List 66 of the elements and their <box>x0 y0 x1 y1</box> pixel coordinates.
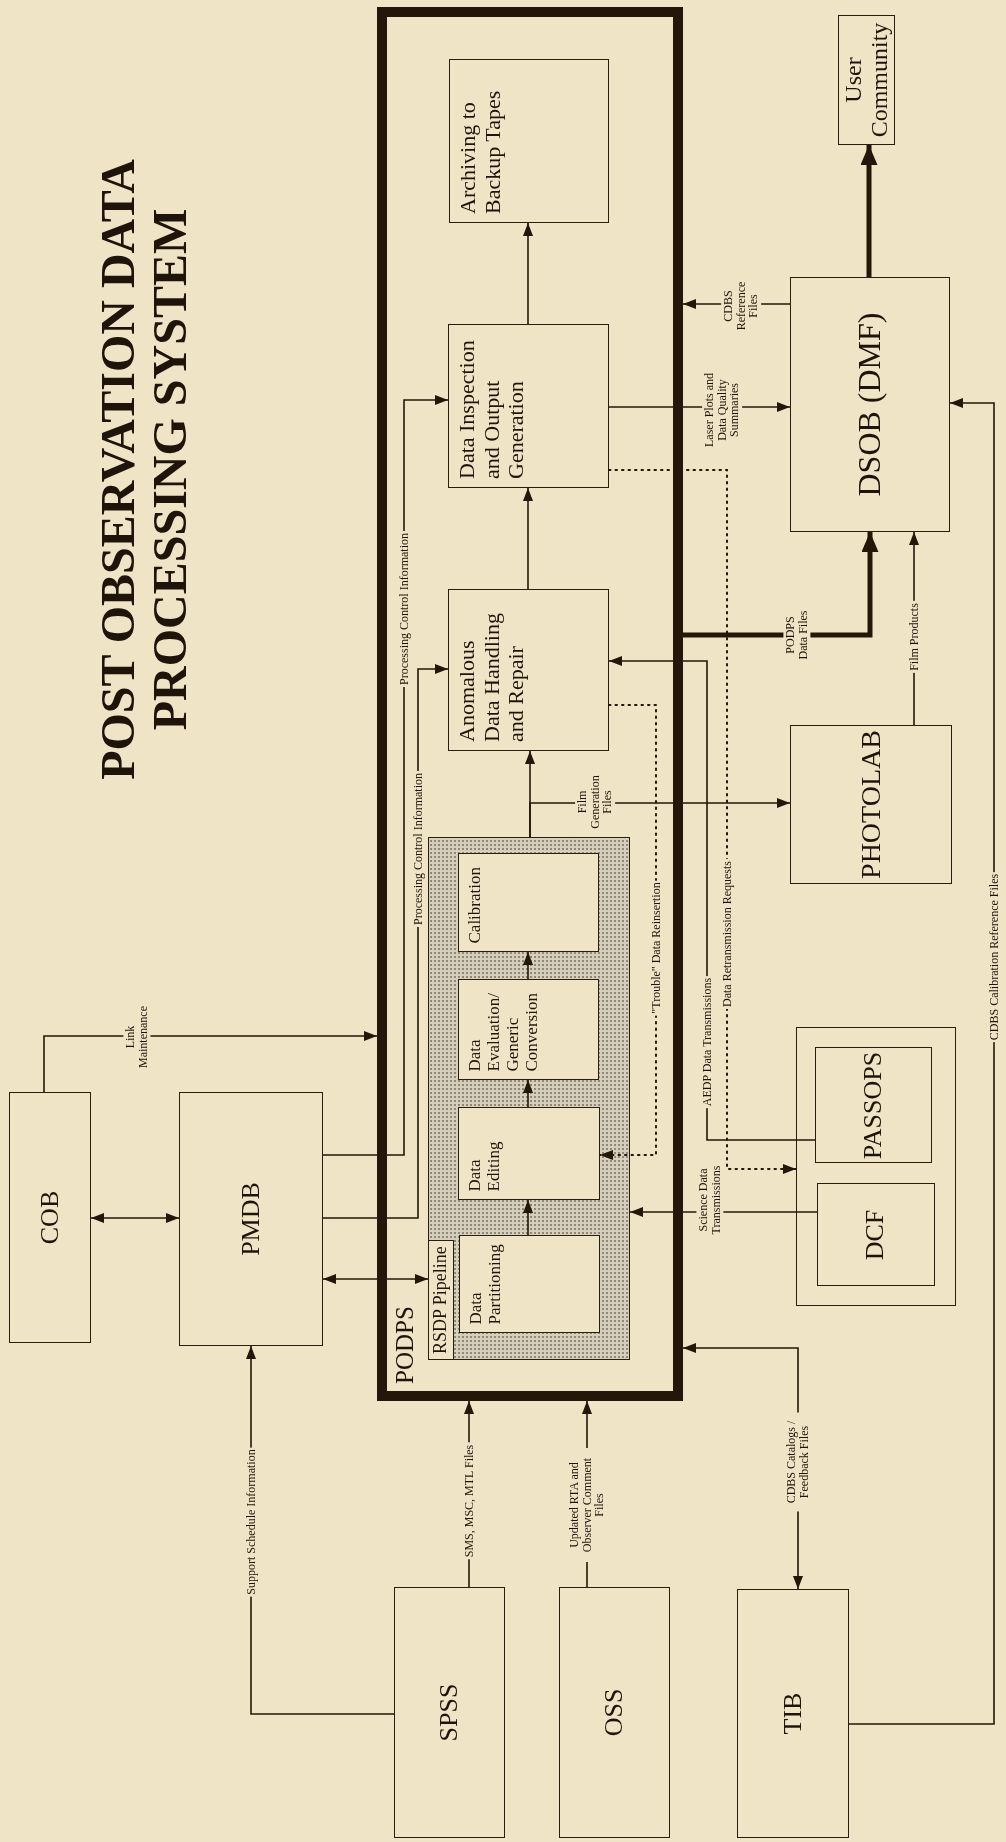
arrow <box>683 532 879 638</box>
process-box <box>457 853 599 953</box>
arrow <box>909 531 919 726</box>
box-label: Calibration <box>464 866 484 944</box>
dotted-arrow <box>608 469 797 1174</box>
arrow <box>682 1343 803 1590</box>
box-label: Data Inspection and Output Generation <box>455 339 529 479</box>
arrow <box>246 1345 395 1715</box>
arrow <box>629 1207 818 1217</box>
box-label: Anomalous Data Handling and Repair <box>455 612 529 742</box>
box-label: OSS <box>600 1688 629 1737</box>
process-box <box>559 1587 670 1838</box>
box-label: DCF <box>861 1209 890 1261</box>
process-box <box>394 1587 505 1838</box>
process-box <box>816 1183 935 1287</box>
box-label: TIB <box>778 1692 808 1735</box>
arrow <box>608 402 791 412</box>
box-label: PMDB <box>236 1182 266 1256</box>
process-box <box>457 1107 600 1201</box>
box-label: Archiving to Backup Tapes <box>456 89 506 214</box>
box-label: DSOB (DMF) <box>852 312 888 497</box>
process-box <box>457 979 599 1081</box>
destination-label: User Community <box>838 15 895 145</box>
edge-label: SMS, MSC, MTL Files <box>461 1442 477 1560</box>
box-label: PHOTOLAB <box>855 730 887 879</box>
process-box <box>458 1235 600 1334</box>
process-box <box>448 589 609 751</box>
arrow <box>523 222 533 325</box>
arrow <box>322 1274 429 1284</box>
dotted-arrow <box>599 704 657 1160</box>
arrow <box>322 664 449 1219</box>
group-label: RSDP Pipeline <box>428 1240 454 1360</box>
arrow <box>90 1213 180 1223</box>
arrow <box>523 1079 533 1108</box>
process-box <box>179 1092 323 1346</box>
process-box <box>814 1047 932 1164</box>
arrow <box>523 487 533 590</box>
arrow <box>848 398 995 1725</box>
process-box <box>737 1589 849 1838</box>
arrow <box>608 656 816 1141</box>
box-label: Data Editing <box>464 1140 503 1192</box>
process-box <box>9 1092 91 1343</box>
process-box <box>449 59 609 223</box>
edge-label: Processing Control Information <box>396 531 412 687</box>
process-box <box>448 324 609 488</box>
box-label: Data Partitioning <box>465 1244 504 1325</box>
pipeline-group <box>428 837 630 1360</box>
box-label: COB <box>35 1190 65 1245</box>
edge-label: Support Schedule Information <box>243 1447 259 1597</box>
arrow <box>322 395 449 1156</box>
arrow <box>43 1031 378 1093</box>
arrow <box>529 798 791 838</box>
box-label: Data Evaluation/ Generic Conversion <box>464 992 541 1072</box>
box-label: SPSS <box>435 1683 464 1742</box>
system-boundary <box>377 7 683 1401</box>
facility-frame <box>796 1027 956 1306</box>
arrow <box>860 145 878 277</box>
arrow <box>682 299 791 309</box>
box-label: PASSOPS <box>858 1051 888 1160</box>
group-label: PODPS <box>391 1306 419 1384</box>
diagram-title: POST OBSERVATION DATA PROCESSING SYSTEM <box>92 158 196 782</box>
process-box <box>790 725 952 884</box>
arrow <box>523 951 533 980</box>
process-box <box>790 277 950 532</box>
arrow <box>523 1199 533 1236</box>
edge-label: Processing Control Information <box>410 771 426 927</box>
